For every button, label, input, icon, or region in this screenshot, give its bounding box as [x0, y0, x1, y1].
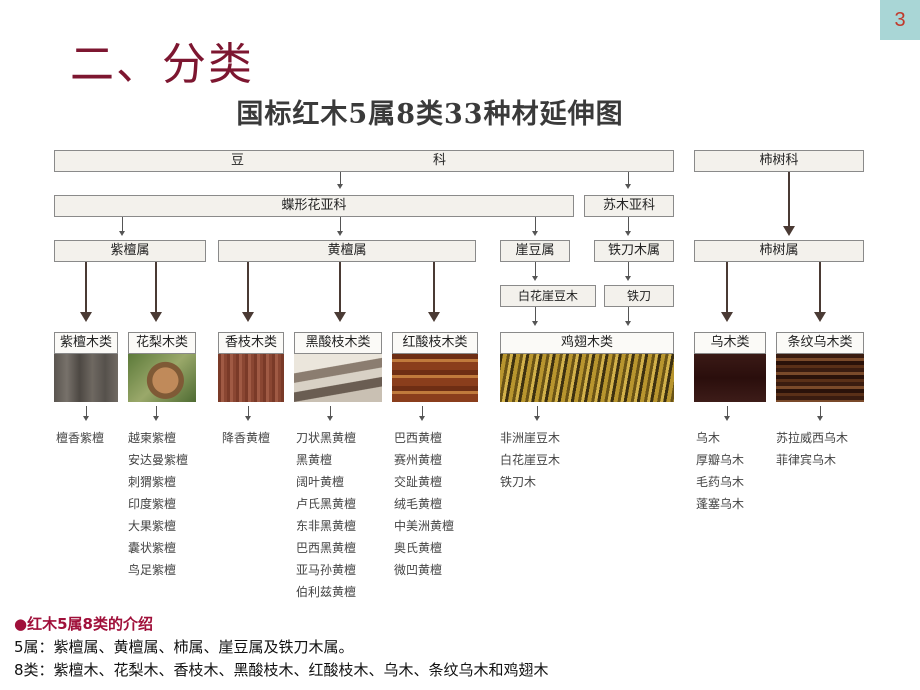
category-wumu-box: 乌木类 [694, 332, 766, 354]
species-item: 越柬紫檀 [128, 431, 177, 445]
category-hongsuanzhi-box: 红酸枝木类 [392, 332, 478, 354]
wood-sample-huali [128, 354, 196, 402]
species-item: 铁刀木 [500, 475, 537, 489]
wood-sample-wumu [694, 354, 766, 402]
category-xiangzhi-box: 香枝木类 [218, 332, 284, 354]
family-ebenaceae-box: 柿树科 [694, 150, 864, 172]
wood-sample-jichi [500, 354, 674, 402]
subfamily-papilionoideae-box: 蝶形花亚科 [54, 195, 574, 217]
cassia-sub-box: 铁刀 [604, 285, 674, 307]
species-item: 印度紫檀 [128, 497, 177, 511]
species-list-hongsuanzhi: 巴西黄檀 赛州黄檀 交趾黄檀 绒毛黄檀 中美洲黄檀 奥氏黄檀 微凹黄檀 [394, 427, 454, 581]
genus-diospyros-box: 柿树属 [694, 240, 864, 262]
species-item: 中美洲黄檀 [394, 519, 455, 533]
species-item: 檀香紫檀 [56, 431, 105, 445]
genus-pterocarpus-box: 紫檀属 [54, 240, 206, 262]
wood-sample-heisuanzhi [294, 354, 382, 402]
species-item: 亚马孙黄檀 [296, 563, 357, 577]
species-item: 阔叶黄檀 [296, 475, 345, 489]
species-item: 苏拉威西乌木 [776, 431, 849, 445]
genus-millettia-box: 崖豆属 [500, 240, 570, 262]
species-item: 大果紫檀 [128, 519, 177, 533]
genus-cassia-box: 铁刀木属 [594, 240, 674, 262]
species-item: 乌木 [696, 431, 721, 445]
species-item: 微凹黄檀 [394, 563, 443, 577]
notes-line-genera: 5属：紫檀属、黄檀属、柿属、崖豆属及铁刀木属。 [14, 638, 354, 656]
wood-sample-zitan [54, 354, 118, 402]
genus-dalbergia-box: 黄檀属 [218, 240, 476, 262]
species-item: 赛州黄檀 [394, 453, 443, 467]
species-item: 厚瓣乌木 [696, 453, 745, 467]
species-list-tiaowen: 苏拉威西乌木 菲律宾乌木 [776, 427, 848, 471]
species-item: 刺猬紫檀 [128, 475, 177, 489]
species-item: 黑黄檀 [296, 453, 333, 467]
species-item: 绒毛黄檀 [394, 497, 443, 511]
family-legume-box: 豆 科 [54, 150, 674, 172]
species-list-jichi: 非洲崖豆木 白花崖豆木 铁刀木 [500, 427, 560, 493]
family-legume-label-left: 豆 [231, 153, 245, 168]
species-item: 囊状紫檀 [128, 541, 177, 555]
species-item: 非洲崖豆木 [500, 431, 561, 445]
species-item: 降香黄檀 [222, 431, 271, 445]
species-item: 白花崖豆木 [500, 453, 561, 467]
family-legume-label-right: 科 [433, 153, 447, 168]
subfamily-caesalpinioideae-box: 苏木亚科 [584, 195, 674, 217]
category-heisuanzhi-box: 黑酸枝木类 [294, 332, 382, 354]
species-item: 菲律宾乌木 [776, 453, 837, 467]
millettia-sub-box: 白花崖豆木 [500, 285, 596, 307]
chart-title: 国标红木5属8类33种材延伸图 [236, 99, 624, 130]
species-item: 卢氏黑黄檀 [296, 497, 357, 511]
species-item: 鸟足紫檀 [128, 563, 177, 577]
species-item: 刀状黑黄檀 [296, 431, 357, 445]
wood-sample-hongsuanzhi [392, 354, 478, 402]
species-list-huali: 越柬紫檀 安达曼紫檀 刺猬紫檀 印度紫檀 大果紫檀 囊状紫檀 鸟足紫檀 [128, 427, 188, 581]
notes-line-categories: 8类：紫檀木、花梨木、香枝木、黑酸枝木、红酸枝木、乌木、条纹乌木和鸡翅木 [14, 661, 549, 679]
species-item: 交趾黄檀 [394, 475, 443, 489]
wood-sample-xiangzhi [218, 354, 284, 402]
species-item: 安达曼紫檀 [128, 453, 189, 467]
species-item: 巴西黄檀 [394, 431, 443, 445]
species-item: 东非黑黄檀 [296, 519, 357, 533]
category-tiaowen-box: 条纹乌木类 [776, 332, 864, 354]
species-list-wumu: 乌木 厚瓣乌木 毛药乌木 蓬塞乌木 [696, 427, 744, 515]
wood-sample-tiaowen [776, 354, 864, 402]
category-zitan-box: 紫檀木类 [54, 332, 118, 354]
species-item: 蓬塞乌木 [696, 497, 745, 511]
slide-title: 二、分类 [70, 39, 254, 90]
species-item: 奥氏黄檀 [394, 541, 443, 555]
species-item: 毛药乌木 [696, 475, 745, 489]
notes-heading: ●红木5属8类的介绍 [14, 615, 153, 633]
page-number-badge: 3 [880, 0, 920, 40]
species-list-zitan: 檀香紫檀 [56, 427, 104, 449]
species-item: 伯利兹黄檀 [296, 585, 357, 599]
species-list-xiangzhi: 降香黄檀 [222, 427, 270, 449]
category-jichi-box: 鸡翅木类 [500, 332, 674, 354]
species-item: 巴西黑黄檀 [296, 541, 357, 555]
species-list-heisuanzhi: 刀状黑黄檀 黑黄檀 阔叶黄檀 卢氏黑黄檀 东非黑黄檀 巴西黑黄檀 亚马孙黄檀 伯… [296, 427, 356, 603]
category-huali-box: 花梨木类 [128, 332, 196, 354]
